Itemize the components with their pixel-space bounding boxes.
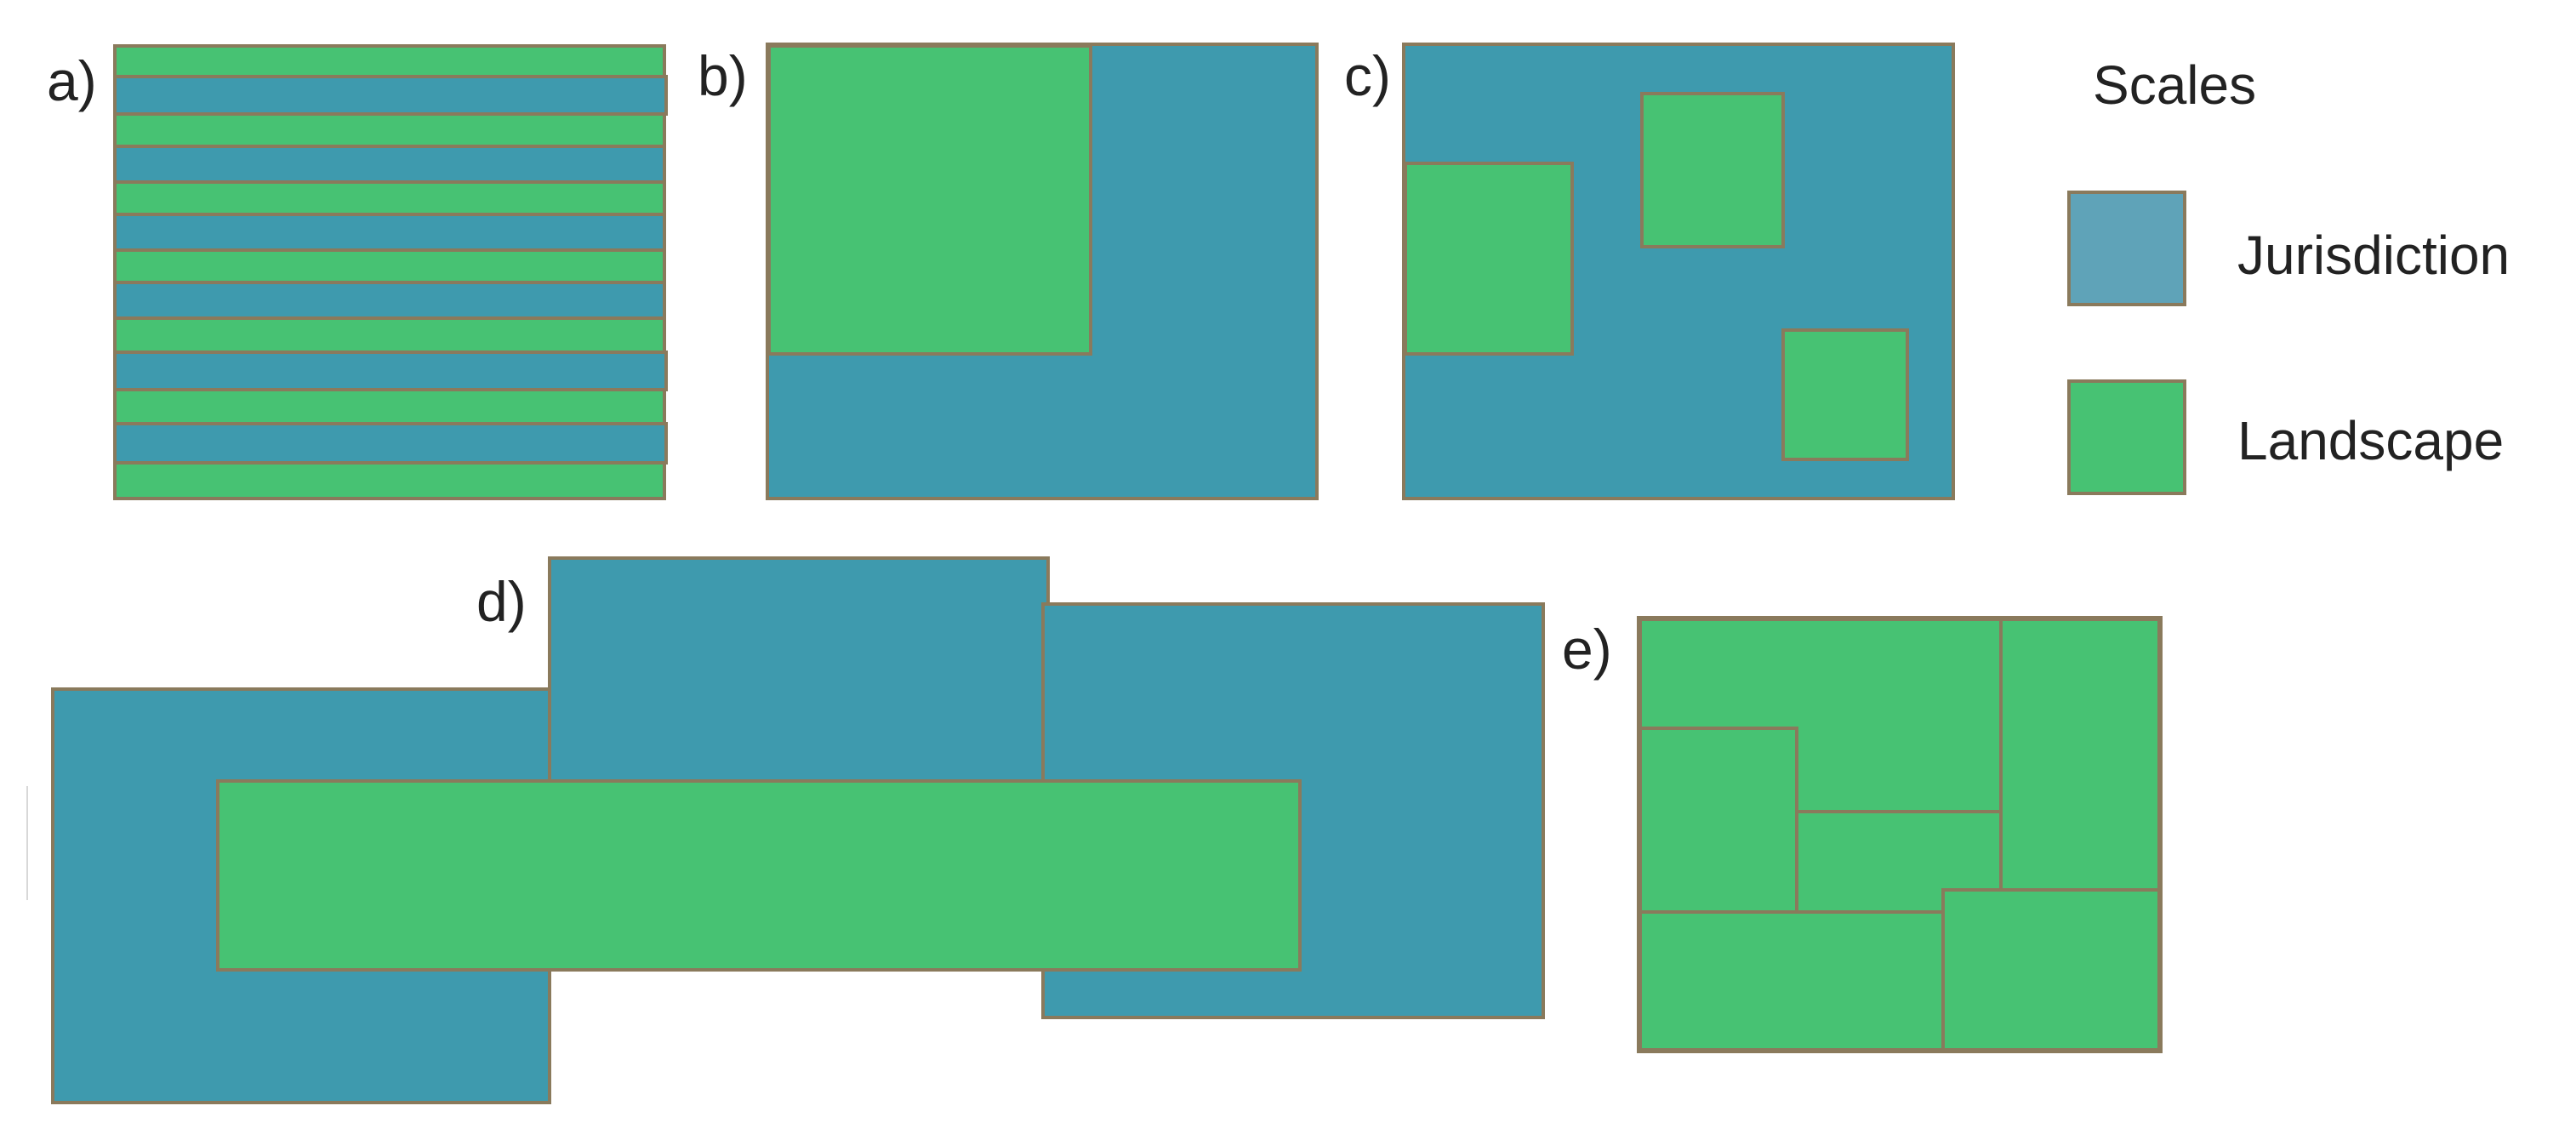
panel-c-landscape bbox=[1640, 92, 1785, 248]
panel-c-landscape bbox=[1781, 328, 1909, 461]
panel-e: e) bbox=[1562, 616, 2163, 1053]
panel-a-landscape-stripe bbox=[113, 112, 666, 148]
panel-d-label: d) bbox=[476, 570, 527, 633]
panel-a-landscape-stripe bbox=[113, 44, 666, 78]
panel-a-landscape-stripe bbox=[113, 180, 666, 216]
panel-e-landscape bbox=[1638, 727, 1798, 914]
panel-a-jurisdiction-stripe bbox=[113, 75, 668, 116]
panel-a-jurisdiction-stripe bbox=[113, 145, 666, 184]
legend-landscape-label: Landscape bbox=[2237, 410, 2504, 471]
panel-a-jurisdiction-stripe bbox=[113, 213, 666, 252]
panel-a-landscape-stripe bbox=[113, 248, 666, 284]
panel-e-landscape bbox=[1941, 888, 2161, 1052]
legend-jurisdiction-swatch bbox=[2067, 191, 2186, 306]
panel-b-label: b) bbox=[698, 44, 748, 107]
panel-a-label: a) bbox=[47, 49, 97, 112]
panel-a-jurisdiction-stripe bbox=[113, 422, 668, 465]
panel-b-landscape bbox=[767, 44, 1092, 356]
legend-jurisdiction-label: Jurisdiction bbox=[2237, 225, 2510, 286]
legend: Scales Jurisdiction Landscape bbox=[2067, 54, 2510, 495]
panel-e-landscape bbox=[1638, 910, 1945, 1052]
panel-a: a) bbox=[47, 44, 668, 500]
panel-d-jurisdiction bbox=[548, 556, 1050, 783]
legend-title: Scales bbox=[2093, 54, 2256, 116]
panel-e-landscape bbox=[1999, 618, 2161, 892]
panel-b: b) bbox=[698, 43, 1319, 500]
panel-a-landscape-stripe bbox=[113, 316, 666, 354]
panel-d: d) bbox=[51, 556, 1545, 1104]
panel-a-jurisdiction-stripe bbox=[113, 351, 668, 391]
panel-c-landscape bbox=[1404, 162, 1574, 356]
panel-e-label: e) bbox=[1562, 618, 1612, 681]
panel-a-landscape-stripe bbox=[113, 461, 666, 500]
panel-d-landscape bbox=[216, 779, 1302, 972]
panel-a-jurisdiction-stripe bbox=[113, 281, 666, 320]
legend-landscape-swatch bbox=[2067, 379, 2186, 495]
panel-c-label: c) bbox=[1344, 44, 1391, 107]
panel-c: c) bbox=[1344, 43, 1955, 500]
panel-a-landscape-stripe bbox=[113, 388, 666, 425]
